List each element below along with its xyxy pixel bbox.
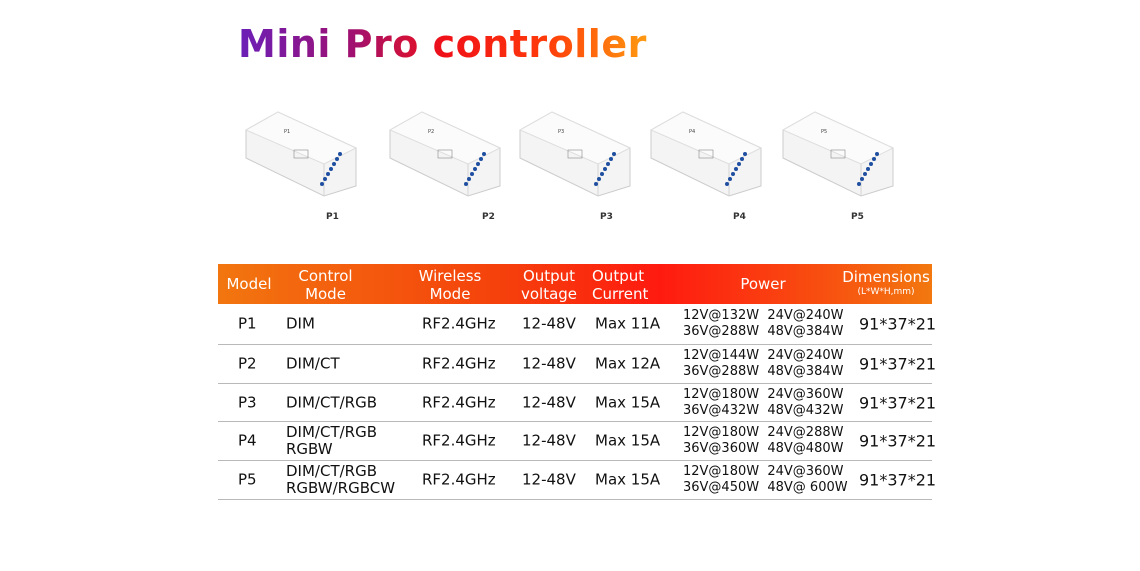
product-image: P2: [380, 108, 505, 202]
cell-voltage: 12-48V: [522, 470, 576, 489]
cell-control-mode: DIM/CT: [286, 354, 340, 373]
cell-current: Max 11A: [595, 314, 661, 333]
page-title: Mini Pro controller: [238, 22, 647, 66]
product-label: P2: [482, 212, 495, 222]
cell-wireless: RF2.4GHz: [422, 354, 496, 373]
svg-text:P1: P1: [284, 129, 290, 135]
cell-wireless: RF2.4GHz: [422, 470, 496, 489]
cell-voltage: 12-48V: [522, 354, 576, 373]
cell-voltage: 12-48V: [522, 393, 576, 411]
header-power: Power: [740, 275, 786, 293]
cell-current: Max 15A: [595, 393, 661, 411]
product-image: P5: [773, 108, 898, 202]
cell-wireless: RF2.4GHz: [422, 431, 496, 450]
product-label: P1: [326, 212, 339, 222]
cell-dimensions: 91*37*21: [859, 314, 937, 334]
cell-current: Max 15A: [595, 470, 661, 489]
svg-text:P3: P3: [558, 129, 564, 135]
cell-dimensions: 91*37*21: [859, 470, 937, 490]
cell-dimensions: 91*37*21: [859, 354, 937, 374]
product-label: P5: [851, 212, 864, 222]
svg-text:P2: P2: [428, 129, 434, 135]
cell-wireless: RF2.4GHz: [422, 314, 496, 333]
header-model: Model: [226, 275, 272, 293]
svg-text:P5: P5: [821, 129, 827, 135]
cell-control-mode: DIM: [286, 314, 315, 333]
product-image: P3: [510, 108, 635, 202]
header-dimensions: Dimensions(L*W*H,mm): [842, 268, 930, 297]
product-label: P3: [600, 212, 613, 222]
product-label: P4: [733, 212, 746, 222]
table-row: P1 DIM RF2.4GHz 12-48V Max 11A 12V@132W …: [218, 304, 936, 345]
cell-current: Max 15A: [595, 431, 661, 450]
cell-control-mode: DIM/CT/RGB: [286, 393, 377, 411]
cell-model: P4: [238, 431, 257, 450]
cell-model: P3: [238, 393, 257, 411]
cell-voltage: 12-48V: [522, 431, 576, 450]
cell-voltage: 12-48V: [522, 314, 576, 333]
cell-model: P2: [238, 354, 257, 373]
svg-text:P4: P4: [689, 129, 695, 135]
table-row: P2 DIM/CT RF2.4GHz 12-48V Max 12A 12V@14…: [218, 345, 936, 384]
cell-current: Max 12A: [595, 354, 661, 373]
product-image: P4: [641, 108, 766, 202]
cell-wireless: RF2.4GHz: [422, 393, 496, 411]
cell-model: P1: [238, 314, 257, 333]
cell-model: P5: [238, 470, 257, 489]
table-row: P3 DIM/CT/RGB RF2.4GHz 12-48V Max 15A 12…: [218, 384, 936, 422]
cell-dimensions: 91*37*21: [859, 431, 937, 451]
product-image: P1: [236, 108, 361, 202]
cell-dimensions: 91*37*21: [859, 393, 937, 412]
